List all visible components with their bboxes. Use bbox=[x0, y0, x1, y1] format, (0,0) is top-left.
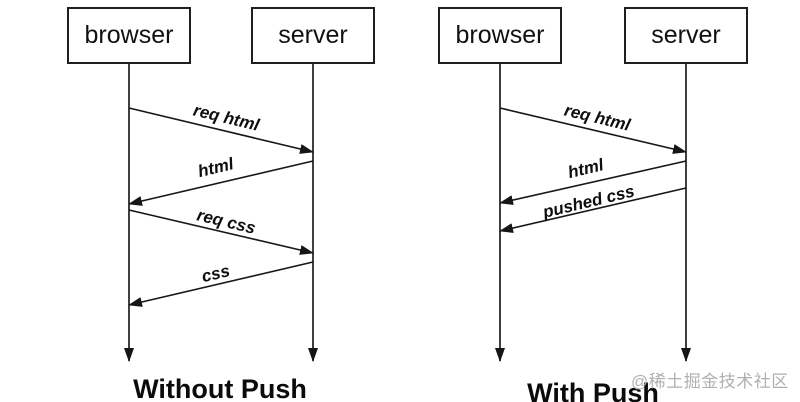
actor-label-server-right: server bbox=[651, 21, 721, 49]
message-arrow-css-left bbox=[128, 261, 314, 307]
diagram-caption-without-push: Without Push bbox=[133, 374, 307, 402]
message-label-req-html-left: req html bbox=[191, 101, 262, 135]
actor-label-server-left: server bbox=[278, 21, 348, 49]
message-arrow-html-left bbox=[128, 160, 314, 206]
watermark: @稀土掘金技术社区 bbox=[631, 372, 789, 391]
message-arrow-pushed-css-right bbox=[499, 187, 687, 233]
actor-label-browser-right: browser bbox=[455, 21, 545, 49]
actor-box-browser-right: browser bbox=[438, 7, 562, 64]
actor-label-browser-left: browser bbox=[84, 21, 174, 49]
actor-box-browser-left: browser bbox=[67, 7, 191, 64]
message-arrow-html-right bbox=[499, 160, 687, 206]
actor-box-server-right: server bbox=[624, 7, 748, 64]
message-label-html-left: html bbox=[196, 154, 237, 181]
message-arrow-req-html-right bbox=[499, 107, 687, 154]
diagram-caption-with-push: With Push bbox=[527, 378, 659, 402]
message-label-pushed-css-right: pushed css bbox=[540, 181, 636, 222]
message-arrow-req-html-left bbox=[128, 107, 314, 154]
message-label-req-html-right: req html bbox=[562, 101, 633, 135]
message-label-html-right: html bbox=[566, 155, 607, 182]
message-arrow-req-css-left bbox=[128, 209, 314, 255]
actor-box-server-left: server bbox=[251, 7, 375, 64]
